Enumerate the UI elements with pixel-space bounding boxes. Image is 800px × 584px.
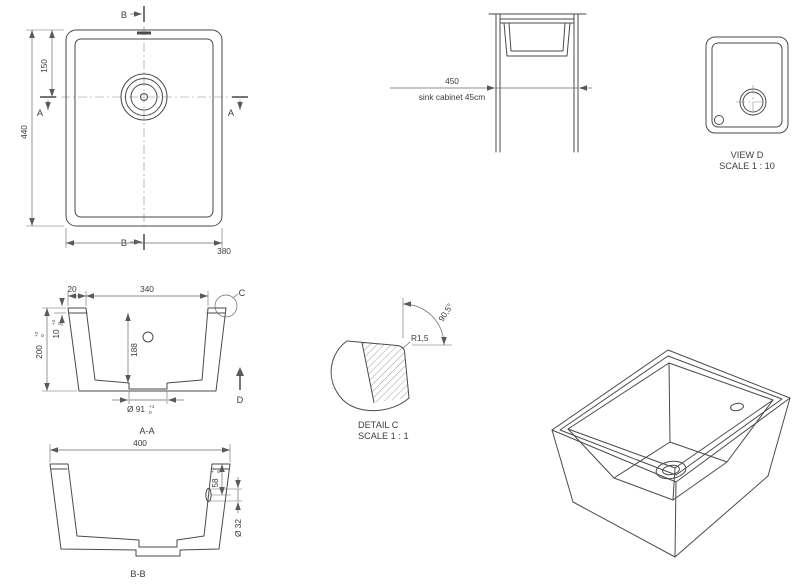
viewd-overflow-circle [714, 115, 724, 125]
dim-text-150: 150 [39, 59, 49, 73]
iso-bowl-edge [726, 399, 774, 463]
dim-text-32: Ø 32 [233, 519, 243, 537]
iso-bowl-edge [668, 362, 671, 443]
angle-dim-text: 90,5° [436, 301, 455, 323]
sink-bowl-outer [503, 22, 571, 57]
section-b-label-top: B [121, 10, 127, 20]
viewd-title: VIEW D [731, 150, 764, 160]
angle-dim-arc [402, 301, 447, 346]
dim-tol-58-hi: +1 [210, 467, 216, 473]
dim-tol-200-lo: 0 [40, 334, 46, 337]
drain-circle-center [140, 93, 148, 101]
dim-text-188: 188 [129, 343, 139, 357]
detail-c-scale: SCALE 1 : 1 [358, 431, 409, 441]
radius-text: R1,5 [411, 333, 429, 343]
detail-c-caption: DETAIL C [358, 420, 399, 430]
detail-c-leader [232, 293, 239, 299]
iso-base-edges [572, 475, 769, 558]
drain-circle-outer [120, 73, 168, 121]
dim-tol-91-hi: +1 [149, 404, 155, 410]
isometric-view [551, 349, 791, 558]
dim-text-20: 20 [67, 284, 77, 294]
cabinet-view: 450 sink cabinet 45cm [390, 13, 592, 153]
dim-tol-10-lo: 0 [57, 322, 63, 325]
dim-tol-200-hi: +2 [34, 331, 40, 337]
viewd-outer-outline [705, 36, 789, 134]
detail-c-view: 90,5° R1,5 DETAIL C SCALE 1 : 1 [330, 298, 455, 441]
radius-leader [401, 341, 411, 350]
detail-break-arc [330, 340, 410, 412]
iso-bowl-edge [672, 467, 676, 501]
view-d-arrow-label: D [237, 395, 244, 405]
sink-bowl-inner [508, 22, 566, 52]
section-a-label-left: A [37, 108, 44, 118]
section-bb-view: 400 58 +1 0 Ø 32 B-B [49, 438, 243, 579]
sink-outer-outline [65, 29, 223, 227]
view-d-arrow-head [236, 367, 244, 376]
iso-body-edge-left [551, 429, 574, 503]
dim-text-91: Ø 91 [127, 404, 145, 414]
dim-tol-91-lo: 0 [149, 410, 152, 416]
detail-c-label: C [239, 288, 246, 298]
iso-drain-outer [655, 460, 687, 480]
dim-text-340: 340 [140, 284, 154, 294]
detail-inner-wall-line [361, 342, 375, 403]
iso-bowl-edge [567, 428, 615, 479]
overflow-hole-circle [142, 331, 154, 343]
iso-overflow-hole [730, 402, 744, 412]
iso-body-edge-right [767, 397, 791, 477]
section-aa-profile [67, 307, 227, 392]
detail-surface-lines [346, 340, 410, 399]
iso-body-edge-front [674, 481, 677, 558]
section-bb-profile [49, 463, 231, 557]
dim-tol-58-lo: 0 [216, 470, 222, 473]
dim-text-10: 10 [51, 329, 61, 339]
iso-rim-mid [559, 355, 783, 476]
dim-text-58: 58 [210, 478, 220, 488]
dim-text-450: 450 [445, 76, 459, 86]
drain-circle-inner [130, 83, 158, 111]
section-aa-view: 20 340 200 +2 0 10 +2 0 188 Ø 91 +1 0 [34, 284, 246, 436]
section-bb-caption: B-B [130, 569, 145, 579]
viewd-inner-outline [711, 42, 783, 128]
detail-hatch-region [362, 342, 409, 403]
plan-view: B B A A 440 150 380 [19, 6, 248, 256]
detail-c-circle [214, 294, 238, 318]
view-d: VIEW D SCALE 1 : 10 [705, 36, 789, 171]
cabinet-caption: sink cabinet 45cm [419, 92, 485, 102]
viewd-scale: SCALE 1 : 10 [719, 161, 775, 171]
section-a-label-right: A [228, 108, 235, 118]
dim-text-200: 200 [34, 345, 44, 359]
dim-text-400: 400 [133, 438, 147, 448]
dim-tol-10-hi: +2 [51, 319, 57, 325]
dim-text-380: 380 [217, 246, 231, 256]
drain-circle-mid [125, 78, 163, 116]
section-aa-caption: A-A [139, 426, 155, 436]
sink-inner-outline [74, 38, 214, 218]
dim-text-440: 440 [19, 125, 29, 139]
iso-drain-inner [662, 464, 680, 476]
